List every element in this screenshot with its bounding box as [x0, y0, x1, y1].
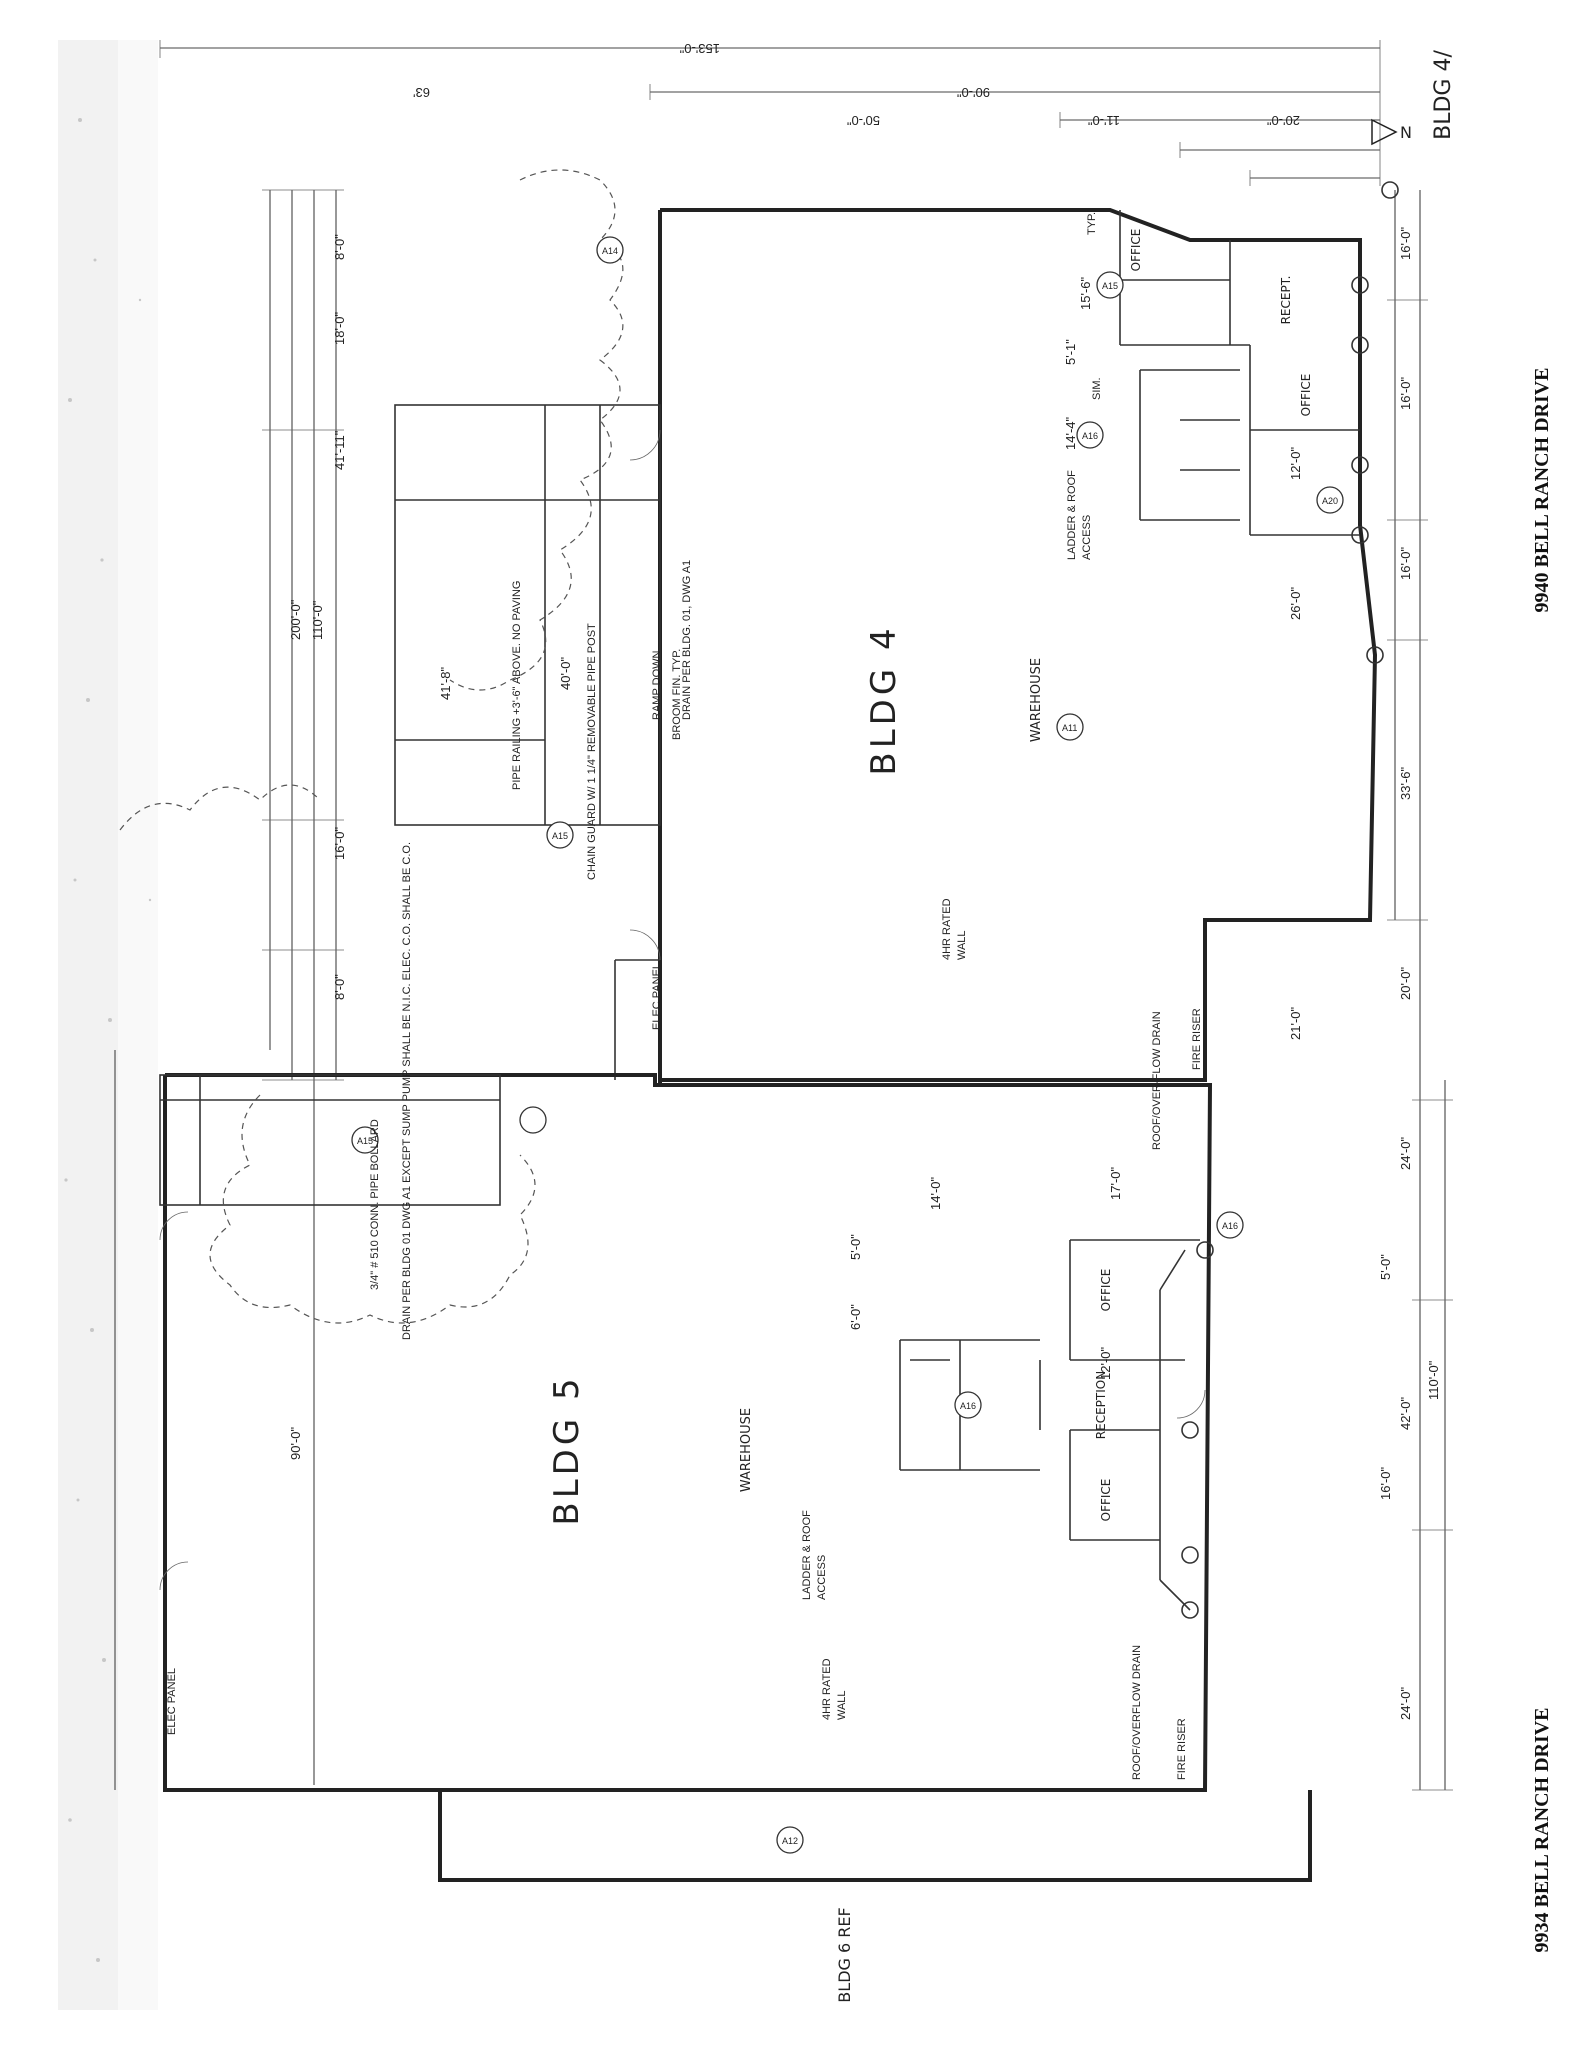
svg-text:A20: A20 [1322, 496, 1338, 506]
column-grid-bubbles [1181, 181, 1399, 1619]
dim-right-1: 16'-0" [1398, 376, 1413, 410]
note-chain-guard: CHAIN GUARD W/ 1 1/4" REMOVABLE PIPE POS… [586, 623, 598, 880]
dim-misc-1: 40'-0" [558, 656, 573, 690]
north-arrow: N [1371, 118, 1412, 146]
dim-misc-7: 17'-0" [1108, 1166, 1123, 1200]
dim-misc-10: 14'-0" [928, 1176, 943, 1210]
tag-labels: A15 A16 A20 A11 A14 A15 A16 A16 A12 A15 [357, 246, 1338, 1846]
svg-text:A14: A14 [602, 246, 618, 256]
dim-right-4: 20'-0" [1398, 966, 1413, 1000]
bldg5-label: BLDG 5 [547, 1374, 587, 1525]
dim-left-2: 41'-11" [332, 430, 347, 470]
svg-text:A16: A16 [1082, 431, 1098, 441]
svg-text:N: N [1400, 123, 1412, 142]
dim-misc-12: 12'-0" [1098, 1346, 1113, 1380]
room-recept: RECEPT. [1279, 276, 1293, 325]
note-pipe-railing: PIPE RAILING +3'-6" ABOVE. NO PAVING [511, 581, 523, 790]
room-office-d: OFFICE [1099, 1479, 1113, 1522]
address-9940: 9940 BELL RANCH DRIVE [1531, 367, 1553, 612]
dim-misc-0: 41'-8" [438, 666, 453, 700]
note-elec-panel-5: ELEC PANEL [166, 1668, 178, 1735]
note-ladder-5a: LADDER & ROOF [801, 1510, 813, 1600]
dim-right-0: 16'-0" [1398, 226, 1413, 260]
dim-right-9: 24'-0" [1398, 1686, 1413, 1720]
dim-right-10: 5'-0" [1378, 1254, 1393, 1280]
note-roof-drain-4: ROOF/OVER-FLOW DRAIN [1151, 1011, 1163, 1150]
dim-misc-4: 14'-4" [1063, 416, 1078, 450]
room-office-a: OFFICE [1129, 229, 1143, 272]
note-ladder-4b: ACCESS [1081, 515, 1093, 560]
address-9934: 9934 BELL RANCH DRIVE [1531, 1707, 1553, 1952]
dim-right-5: 24'-0" [1398, 1136, 1413, 1170]
svg-text:A15: A15 [1102, 281, 1118, 291]
note-ramp-down: RAMP DOWN [651, 650, 663, 720]
dim-misc-9: 6'-0" [848, 1304, 863, 1330]
dim-top-4: 20'-0" [1266, 113, 1300, 128]
bldg6-ref-label: BLDG 6 REF [835, 1907, 854, 2002]
dim-misc-8: 5'-0" [848, 1234, 863, 1260]
note-fire-riser-5: FIRE RISER [1176, 1718, 1188, 1780]
note-sim: SIM. [1091, 377, 1103, 400]
dim-left-3: 90'-0" [288, 1426, 303, 1460]
note-rated-wall-d: WALL [836, 1690, 848, 1720]
bldg5-outline [159, 1073, 1312, 1882]
dim-left-6: 16'-0" [332, 826, 347, 860]
keynote-tags [351, 236, 1344, 1854]
note-elec-panel-4: ELEC PANEL [651, 963, 663, 1030]
dim-top-2: 50'-0" [846, 113, 880, 128]
scan-noise [58, 40, 158, 2010]
dim-left-4: 18'-0" [332, 311, 347, 345]
revision-clouds [119, 169, 624, 1324]
dim-top-3: 11'-0" [1087, 113, 1120, 128]
room-warehouse-5: WAREHOUSE [739, 1408, 754, 1492]
dim-right-2: 16'-0" [1398, 546, 1413, 580]
dimension-lines [114, 40, 1453, 1791]
door-swings [159, 429, 1206, 1591]
svg-text:A16: A16 [960, 1401, 976, 1411]
dim-right-6: 42'-0" [1398, 1396, 1413, 1430]
svg-text:A15: A15 [552, 831, 568, 841]
dim-left-7: 8'-0" [332, 974, 347, 1000]
note-rated-wall-c: 4HR RATED [821, 1658, 833, 1720]
note-fire-riser-4: FIRE RISER [1191, 1008, 1203, 1070]
dim-right-7: 110'-0" [1426, 1360, 1441, 1400]
dim-left-0: 200'-0" [288, 599, 303, 640]
svg-text:A16: A16 [1222, 1221, 1238, 1231]
dim-left-1: 110'-0" [310, 600, 325, 640]
room-office-c: OFFICE [1099, 1269, 1113, 1312]
room-warehouse-4: WAREHOUSE [1029, 658, 1044, 742]
bldg4-label: BLDG 4 [864, 624, 904, 775]
note-rated-wall-a: 4HR RATED [941, 898, 953, 960]
room-reception: RECEPTION [1094, 1371, 1108, 1439]
note-ladder-4a: LADDER & ROOF [1066, 470, 1078, 560]
note-broom-fin: BROOM FIN. TYP. [671, 649, 683, 740]
room-office-b: OFFICE [1299, 374, 1313, 417]
bldg4-ref-label: BLDG 4/ [1431, 50, 1456, 140]
dim-misc-11: 26'-0" [1288, 586, 1303, 620]
dim-misc-2: 15'-6" [1078, 276, 1093, 310]
note-rated-wall-b: WALL [956, 930, 968, 960]
note-drain-per: DRAIN PER BLDG. 01, DWG A1 [681, 560, 693, 720]
bldg4-outline [394, 208, 1378, 1085]
dim-top-5: 63' [413, 85, 430, 100]
svg-text:A15: A15 [357, 1136, 373, 1146]
note-roof-drain-5: ROOF/OVERFLOW DRAIN [1131, 1645, 1143, 1780]
dim-top-1: 90'-0" [956, 85, 990, 100]
dim-left-5: 8'-0" [332, 234, 347, 260]
note-typ: TYP. [1086, 212, 1098, 235]
note-drain: DRAIN PER BLDG 01 DWG A1 EXCEPT SUMP PUM… [401, 842, 413, 1340]
svg-text:A11: A11 [1062, 723, 1077, 733]
dim-misc-3: 12'-0" [1288, 446, 1303, 480]
dim-right-8: 16'-0" [1378, 1466, 1393, 1500]
dim-right-3: 33'-6" [1398, 766, 1413, 800]
dim-top-0: 153'-0" [679, 41, 720, 56]
dim-misc-5: 5'-1" [1063, 339, 1078, 365]
note-bollard: 3/4" # 510 CONN. PIPE BOLLARD [369, 1119, 381, 1290]
dim-misc-6: 21'-0" [1288, 1006, 1303, 1040]
note-ladder-5b: ACCESS [816, 1555, 828, 1600]
svg-text:A12: A12 [782, 1836, 798, 1846]
